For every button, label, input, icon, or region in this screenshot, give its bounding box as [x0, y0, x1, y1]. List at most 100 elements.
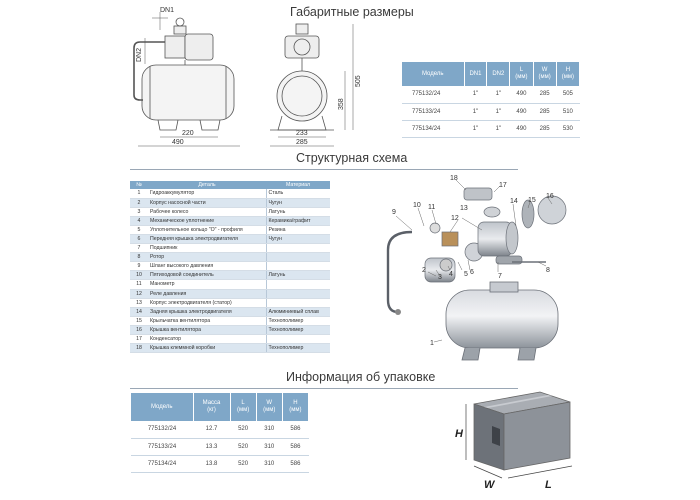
packing-table-header: Модель Масса(кг) L(мм) W(мм) H(мм): [131, 393, 310, 421]
table-cell: 15: [130, 316, 148, 326]
table-cell: Передняя крышка электродвигателя: [148, 234, 266, 245]
callout-15: 15: [528, 197, 536, 204]
table-cell: Технополимер: [265, 316, 330, 326]
table-row: 775134/24 1" 1" 490 285 530: [402, 120, 580, 138]
table-cell: Задняя крышка электродвигателя: [148, 307, 266, 317]
table-cell: 775133/24: [402, 103, 464, 121]
table-cell: 310: [256, 421, 283, 439]
table-cell: 285: [533, 103, 557, 121]
callout-16: 16: [546, 193, 554, 200]
dimensions-table-header: Модель DN1 DN2 L(мм) W(мм) H(мм): [402, 62, 581, 86]
table-cell: [265, 243, 330, 254]
callout-7: 7: [498, 273, 502, 280]
table-cell: 505: [556, 86, 580, 104]
table-cell: Уплотнительное кольцо "О" - профиля: [148, 225, 266, 235]
packing-title: Информация об упаковке: [286, 370, 436, 384]
table-cell: 14: [130, 307, 148, 317]
table-cell: 1": [464, 120, 487, 138]
table-cell: Механическое уплотнение: [148, 216, 266, 226]
table-cell: Технополимер: [265, 325, 330, 336]
table-cell: 7: [130, 243, 148, 254]
table-cell: 1": [464, 86, 487, 104]
table-cell: Латунь: [265, 207, 330, 217]
structure-title: Структурная схема: [296, 151, 408, 165]
dim-dn1: DN1: [160, 7, 174, 14]
table-cell: 4: [130, 216, 148, 226]
table-cell: 530: [556, 120, 580, 138]
table-cell: 11: [130, 279, 148, 290]
table-cell: Манометр: [148, 279, 266, 290]
section-divider-1: [130, 169, 518, 170]
table-cell: 17: [130, 334, 148, 345]
table-cell: 285: [533, 120, 557, 138]
table-cell: Рабочее колесо: [148, 207, 266, 217]
dims-header-cell: DN1: [464, 62, 488, 86]
callout-5: 5: [464, 271, 468, 278]
table-cell: Шланг высокого давления: [148, 261, 266, 272]
table-cell: 1": [486, 120, 510, 138]
callout-10: 10: [413, 202, 421, 209]
table-row: 775132/24 12.7 520 310 586: [131, 421, 309, 439]
dims-header-cell: Модель: [402, 62, 465, 86]
dim-358: 358: [338, 98, 345, 110]
table-cell: 490: [509, 120, 534, 138]
table-cell: Латунь: [265, 270, 330, 281]
dim-505: 505: [355, 75, 362, 87]
dim-dn2: DN2: [136, 48, 143, 62]
table-cell: [265, 298, 330, 308]
callout-9: 9: [392, 209, 396, 216]
dims-header-cell: L(мм): [509, 62, 534, 86]
table-row: 775132/24 1" 1" 490 285 505: [402, 86, 580, 104]
dims-header-cell: DN2: [486, 62, 511, 86]
parts-header-cell: Материал: [266, 181, 330, 189]
table-cell: 775132/24: [131, 421, 193, 439]
table-cell: Конденсатор: [148, 334, 266, 345]
table-cell: 775134/24: [402, 120, 464, 138]
table-cell: Гидроаккумулятор: [148, 189, 266, 199]
callout-13: 13: [460, 205, 468, 212]
table-cell: 490: [509, 86, 534, 104]
table-cell: [265, 334, 330, 345]
table-cell: Технополимер: [265, 343, 330, 354]
callout-8: 8: [546, 267, 550, 274]
table-cell: Корпус насосной части: [148, 198, 266, 208]
dimensions-table: Модель DN1 DN2 L(мм) W(мм) H(мм) 775132/…: [402, 62, 581, 138]
callout-2: 2: [422, 267, 426, 274]
table-cell: 520: [230, 438, 257, 456]
table-cell: [265, 289, 330, 299]
parts-header-cell: №: [130, 181, 148, 189]
table-cell: 10: [130, 270, 148, 281]
callout-18: 18: [450, 175, 458, 182]
dims-header-cell: H(мм): [556, 62, 581, 86]
table-cell: 8: [130, 252, 148, 263]
table-cell: 520: [230, 455, 257, 473]
callout-4: 4: [449, 271, 453, 278]
table-cell: 13: [130, 298, 148, 308]
table-cell: Крыльчатка вентилятора: [148, 316, 266, 326]
table-cell: [265, 279, 330, 290]
table-cell: 1": [464, 103, 487, 121]
box-label-l: L: [545, 479, 552, 491]
box-label-h: H: [455, 428, 464, 440]
dim-233: 233: [296, 130, 308, 137]
table-cell: 16: [130, 325, 148, 336]
dim-220: 220: [182, 130, 194, 137]
